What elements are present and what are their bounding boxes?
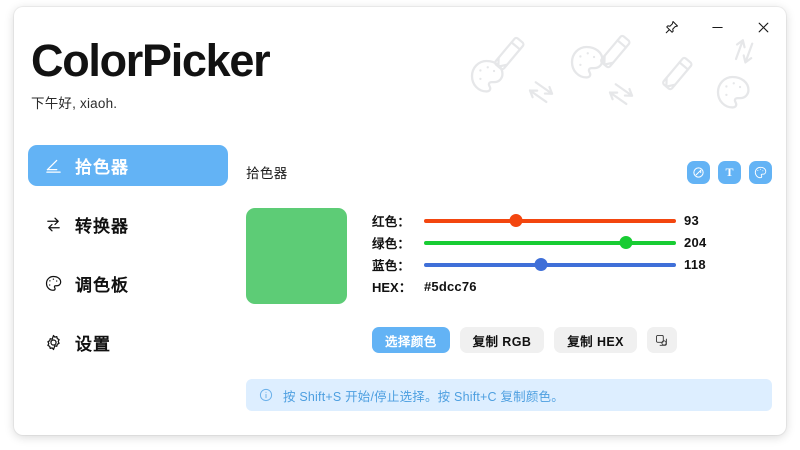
palette-decor-icon bbox=[570, 45, 604, 79]
sidebar-item-label: 拾色器 bbox=[75, 158, 129, 177]
decorative-watermark bbox=[470, 34, 754, 109]
greeting-text: 下午好, xiaoh. bbox=[31, 96, 118, 112]
pin-button[interactable] bbox=[648, 10, 694, 44]
hint-text: 按 Shift+S 开始/停止选择。按 Shift+C 复制颜色。 bbox=[283, 389, 564, 404]
green-slider-track bbox=[424, 241, 676, 245]
copy-hex-button[interactable]: 复制 HEX bbox=[554, 327, 637, 353]
palette-decor-icon bbox=[716, 75, 750, 109]
sidebar-item-label: 转换器 bbox=[75, 217, 129, 236]
green-slider-thumb[interactable] bbox=[619, 236, 633, 249]
hex-value: #5dcc76 bbox=[424, 279, 477, 294]
hint-bar: 按 Shift+S 开始/停止选择。按 Shift+C 复制颜色。 bbox=[246, 379, 772, 411]
palette-round-button[interactable] bbox=[749, 160, 772, 184]
channel-row-red: 红色： 93 bbox=[372, 211, 772, 230]
minimize-icon bbox=[711, 26, 723, 28]
channel-value: 93 bbox=[684, 213, 700, 228]
text-T-icon: T bbox=[725, 165, 734, 179]
swap-decor-icon bbox=[608, 83, 634, 106]
hex-label: HEX： bbox=[372, 280, 412, 295]
swap-decor-icon bbox=[528, 81, 554, 104]
minimize-button[interactable] bbox=[694, 10, 740, 44]
gear-icon bbox=[42, 334, 64, 351]
pin-icon bbox=[665, 20, 678, 33]
channel-label: 绿色： bbox=[372, 237, 411, 251]
eyedropper-icon bbox=[42, 157, 64, 174]
eyedropper-icon bbox=[693, 166, 704, 178]
close-icon bbox=[758, 22, 768, 32]
copy-icon bbox=[656, 334, 668, 346]
red-slider[interactable] bbox=[424, 213, 676, 228]
pencil-decor-icon bbox=[600, 34, 631, 69]
picker-panel: 拾色器 T bbox=[246, 157, 772, 411]
close-button[interactable] bbox=[740, 10, 786, 44]
green-slider[interactable] bbox=[424, 235, 676, 250]
copy-rgb-button[interactable]: 复制 RGB bbox=[459, 327, 545, 353]
sidebar: 拾色器 转换器 调色板 bbox=[28, 145, 228, 381]
copy-duplicate-button[interactable] bbox=[646, 327, 677, 353]
sidebar-item-settings[interactable]: 设置 bbox=[28, 322, 228, 363]
action-button-bar: 选择颜色 复制 RGB 复制 HEX bbox=[372, 327, 772, 353]
header: ColorPicker 下午好, xiaoh. bbox=[14, 7, 271, 112]
color-row: 红色： 93 绿色： 204 蓝色： bbox=[246, 208, 772, 304]
color-swatch bbox=[246, 208, 347, 304]
pencil-decor-icon bbox=[494, 36, 525, 71]
palette-icon bbox=[42, 275, 64, 292]
red-slider-thumb[interactable] bbox=[509, 214, 523, 227]
hex-row: HEX： #5dcc76 bbox=[372, 277, 772, 296]
channel-label: 蓝色： bbox=[372, 259, 411, 273]
channel-label: 红色： bbox=[372, 215, 411, 229]
eyedropper-round-button[interactable] bbox=[687, 160, 710, 184]
red-slider-track bbox=[424, 219, 676, 223]
app-window: ColorPicker 下午好, xiaoh. 拾色器 转换器 bbox=[14, 7, 786, 435]
channel-value: 204 bbox=[684, 235, 707, 250]
blue-slider-track bbox=[424, 263, 676, 267]
palette-decor-icon bbox=[470, 59, 504, 93]
info-icon bbox=[259, 388, 273, 402]
sidebar-item-palette[interactable]: 调色板 bbox=[28, 263, 228, 304]
channel-row-blue: 蓝色： 118 bbox=[372, 255, 772, 274]
channel-row-green: 绿色： 204 bbox=[372, 233, 772, 252]
palette-icon bbox=[754, 166, 767, 178]
round-action-group: T bbox=[687, 160, 772, 184]
text-round-button[interactable]: T bbox=[718, 160, 741, 184]
page-title: ColorPicker bbox=[31, 35, 271, 86]
panel-header: 拾色器 T bbox=[246, 157, 772, 187]
sidebar-item-label: 设置 bbox=[75, 335, 111, 354]
sidebar-item-label: 调色板 bbox=[75, 276, 129, 295]
titlebar bbox=[648, 7, 786, 47]
pick-color-button[interactable]: 选择颜色 bbox=[372, 327, 450, 353]
blue-slider[interactable] bbox=[424, 257, 676, 272]
pencil-decor-icon bbox=[662, 56, 693, 91]
sidebar-item-picker[interactable]: 拾色器 bbox=[28, 145, 228, 186]
section-title: 拾色器 bbox=[246, 166, 288, 181]
blue-slider-thumb[interactable] bbox=[534, 258, 548, 271]
sidebar-item-converter[interactable]: 转换器 bbox=[28, 204, 228, 245]
channel-list: 红色： 93 绿色： 204 蓝色： bbox=[372, 208, 772, 296]
channel-value: 118 bbox=[684, 257, 706, 272]
swap-arrows-icon bbox=[42, 216, 64, 233]
